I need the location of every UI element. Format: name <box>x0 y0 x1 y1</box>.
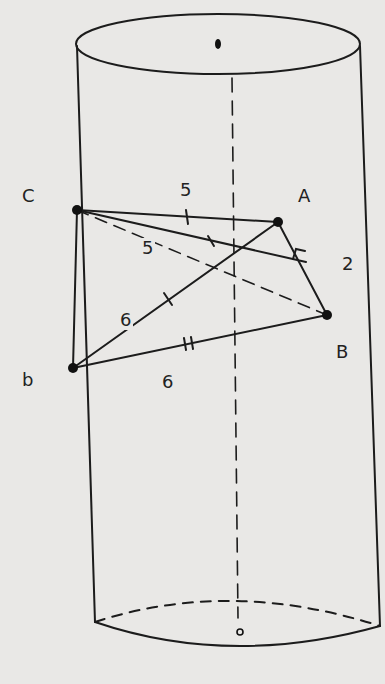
point-label: b <box>20 370 35 390</box>
point-label: C <box>20 186 37 206</box>
length-label: 5 <box>140 238 155 258</box>
length-label: 6 <box>118 310 133 330</box>
length-label: 2 <box>340 254 355 274</box>
point-label: A <box>296 186 312 206</box>
length-label: 6 <box>160 372 175 392</box>
point-label: B <box>334 342 350 362</box>
length-label: 5 <box>178 180 193 200</box>
